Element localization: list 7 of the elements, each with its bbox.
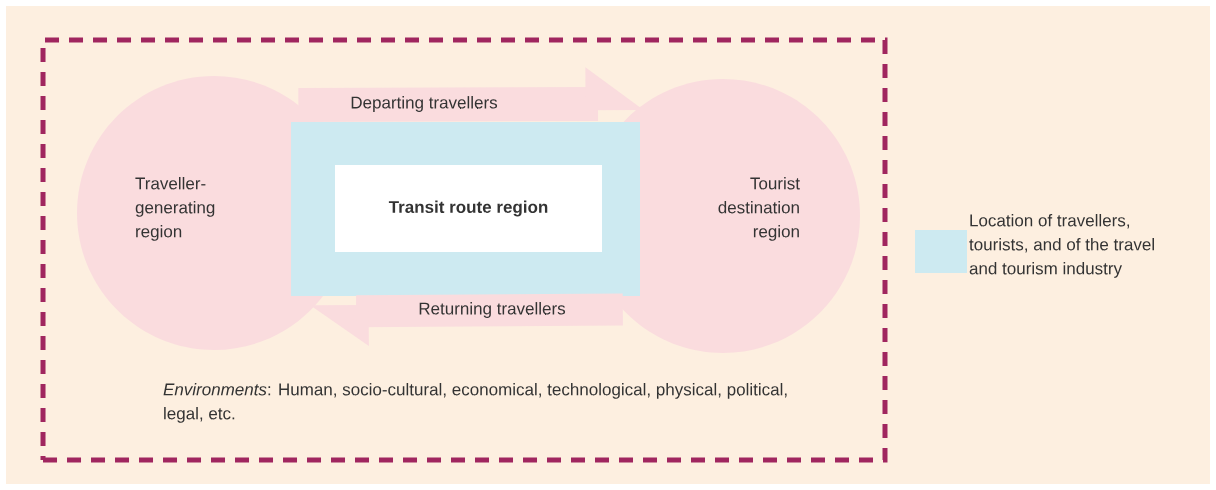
edge-label: Departing travellers	[349, 95, 499, 113]
region-label: Tourist destination region	[718, 177, 800, 241]
region-label: Traveller-generating region	[135, 177, 215, 241]
environment-note: Environments: Human, socio-cultural, economical, technological, physical, political, legal, etc.	[163, 383, 787, 423]
route-box: Transit route region	[335, 165, 602, 252]
edge-label: Returning travellers	[417, 301, 567, 319]
legend-text: Location of travellers, tourists, and of the travel and tourism industry	[969, 214, 1154, 278]
